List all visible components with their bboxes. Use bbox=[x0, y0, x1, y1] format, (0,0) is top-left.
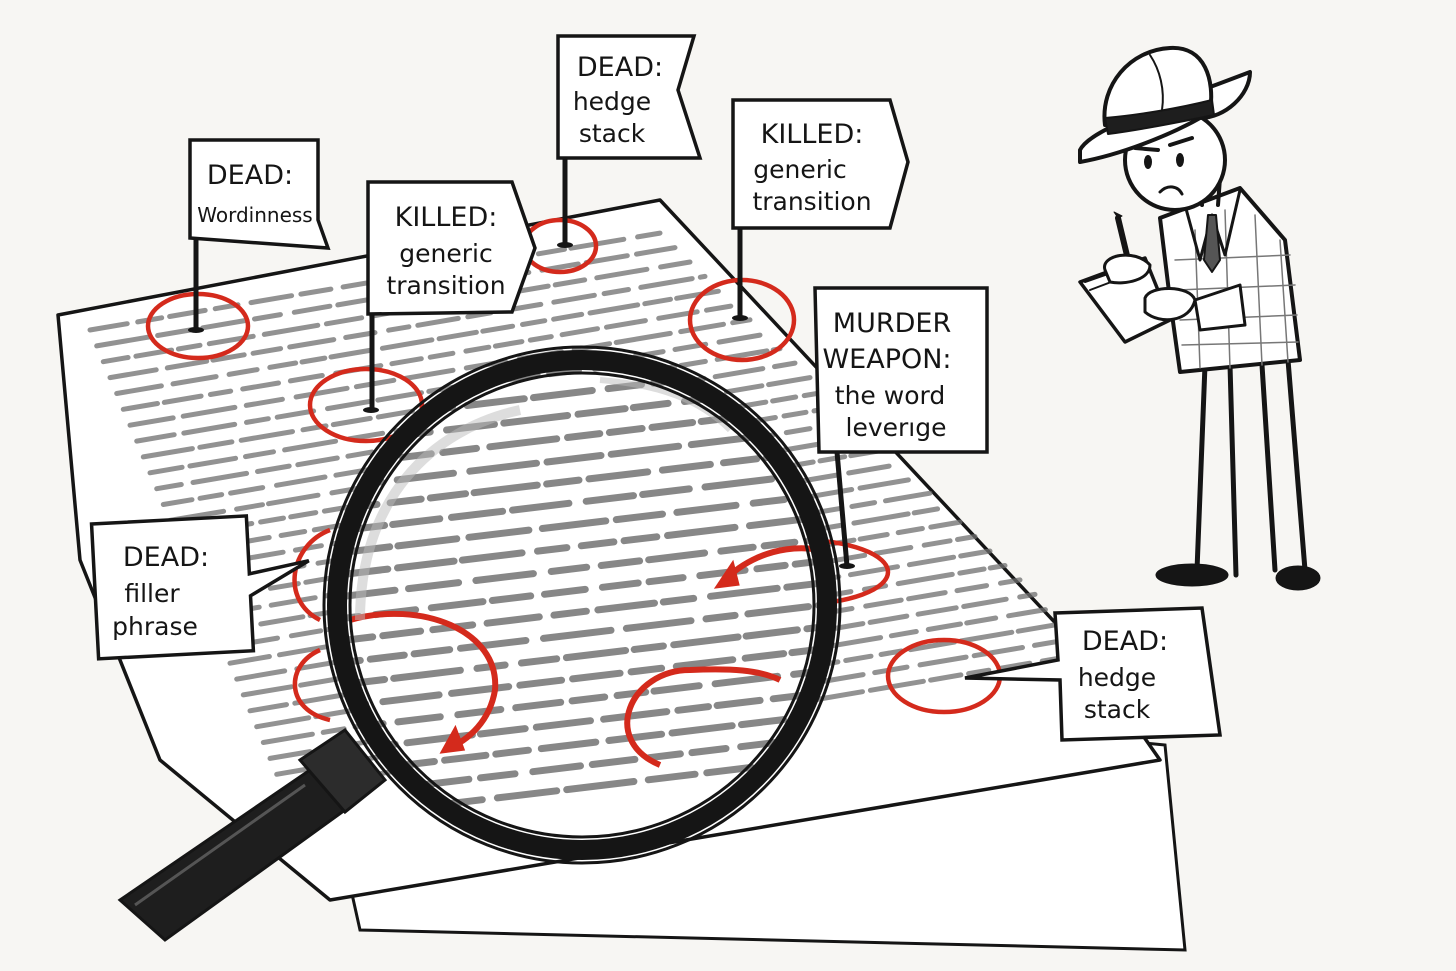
flag-label: KILLED: bbox=[395, 202, 498, 233]
detective-shoe bbox=[1275, 565, 1321, 591]
flag-label: generic bbox=[399, 239, 492, 268]
fedora-hat bbox=[1078, 45, 1252, 164]
detective bbox=[1078, 45, 1321, 591]
callout-hedge-stack-2: DEAD: hedge stack bbox=[964, 606, 1223, 742]
red-circle-mark bbox=[292, 527, 331, 623]
detective-shoe bbox=[1155, 563, 1229, 587]
flag-label: DEAD: bbox=[577, 52, 663, 83]
detective-tie bbox=[1203, 214, 1221, 273]
flag-label: leverıge bbox=[846, 413, 947, 442]
detective-hand bbox=[1103, 253, 1152, 285]
flag-label: the word bbox=[835, 381, 945, 410]
magnifying-glass bbox=[117, 345, 842, 942]
flag-label: transition bbox=[386, 271, 505, 300]
flag-label: DEAD: bbox=[123, 542, 209, 573]
flag-label: MURDER bbox=[833, 308, 951, 339]
flag-label: filler bbox=[124, 579, 180, 608]
red-circle-mark bbox=[307, 366, 425, 444]
magnifier-handle bbox=[117, 727, 388, 942]
detective-legs bbox=[1194, 357, 1308, 578]
detective-mouth bbox=[1158, 185, 1184, 196]
flag-label: stack bbox=[579, 119, 646, 148]
magnifier-rim bbox=[327, 350, 837, 860]
flag-label: hedge bbox=[573, 87, 651, 116]
detective-eye bbox=[1176, 153, 1184, 167]
red-circle-mark bbox=[624, 666, 782, 768]
flag-generic-transition-2: KILLED: generic transition bbox=[731, 98, 910, 318]
flag-wordinness: DEAD: Wordinness bbox=[188, 138, 331, 330]
flag-pin-holes bbox=[188, 242, 855, 569]
red-circle-mark bbox=[292, 647, 331, 723]
flag-murder-weapon: MURDER WEAPON: the word leverıge bbox=[813, 286, 989, 567]
flag-label: WEAPON: bbox=[822, 344, 951, 375]
flag-label: Wordinness bbox=[197, 203, 312, 227]
callout-filler-phrase: DEAD: filler phrase bbox=[89, 514, 310, 661]
flag-label: DEAD: bbox=[1082, 626, 1168, 657]
flag-label: KILLED: bbox=[761, 119, 864, 150]
red-circle-mark bbox=[349, 610, 499, 753]
flag-label: stack bbox=[1084, 695, 1151, 724]
flag-label: DEAD: bbox=[207, 160, 293, 191]
detective-eye bbox=[1144, 155, 1152, 169]
flag-generic-transition-1: KILLED: generic transition bbox=[366, 180, 537, 410]
flag-label: hedge bbox=[1078, 663, 1156, 692]
flag-label: transition bbox=[752, 187, 871, 216]
flag-label: phrase bbox=[112, 612, 198, 641]
flag-hedge-stack-1: DEAD: hedge stack bbox=[556, 34, 703, 245]
flag-label: generic bbox=[753, 155, 846, 184]
